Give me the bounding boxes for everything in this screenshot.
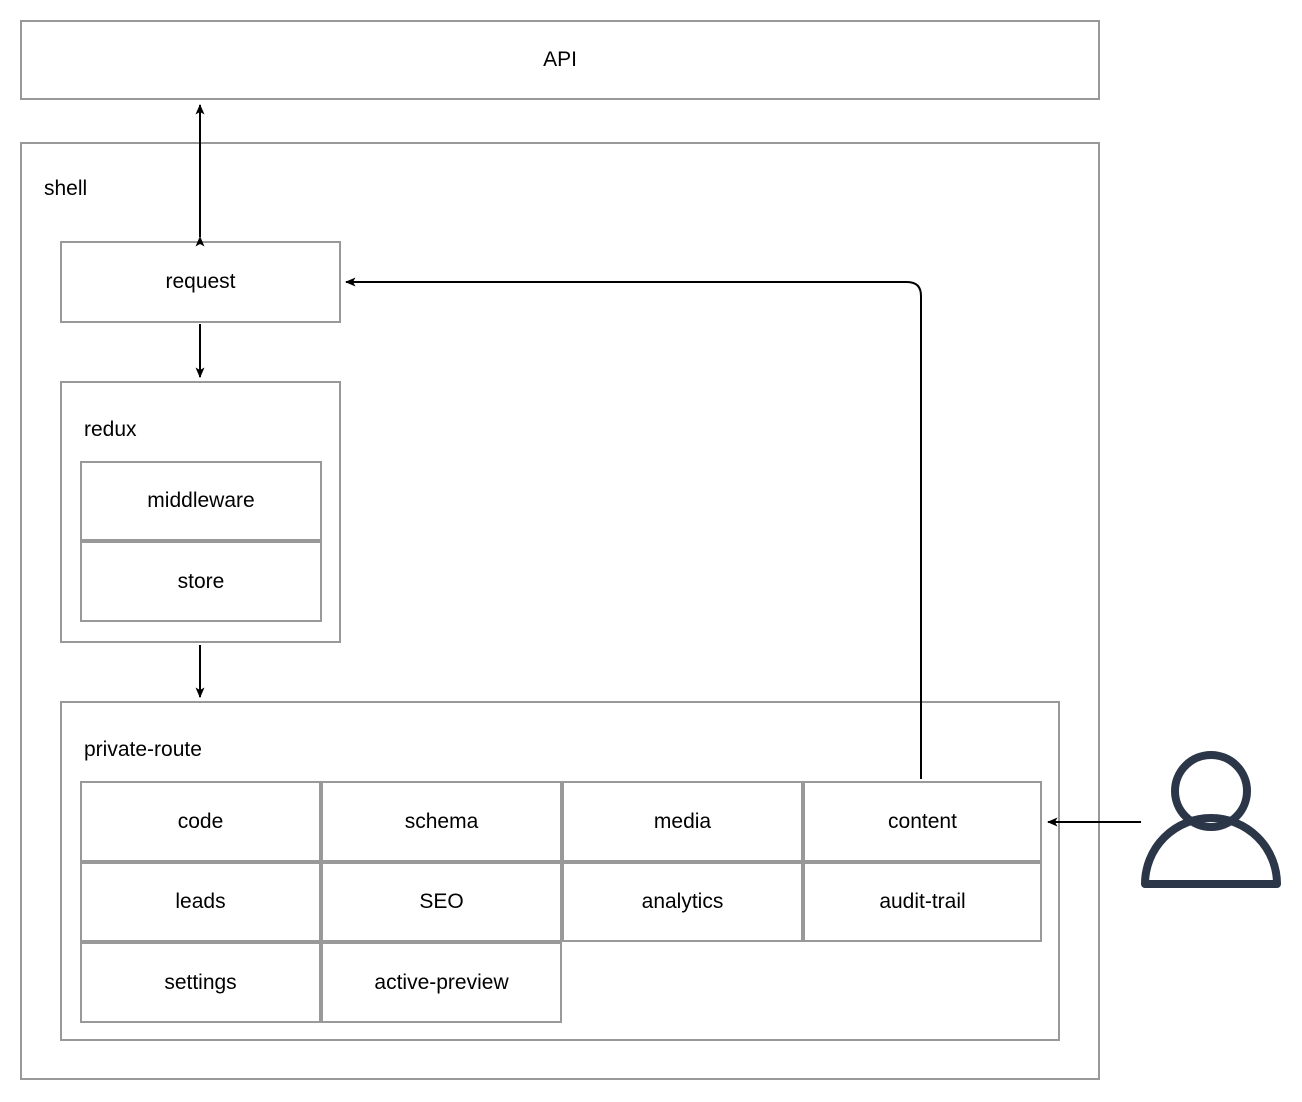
- route-cell-analytics[interactable]: [562, 862, 803, 942]
- route-cell-content[interactable]: [803, 781, 1042, 862]
- route-cell-audit-trail[interactable]: [803, 862, 1042, 942]
- private-route-label: private-route: [84, 738, 202, 761]
- route-cell-seo[interactable]: [321, 862, 562, 942]
- request-box[interactable]: [60, 241, 341, 323]
- user-actor-icon[interactable]: [1141, 751, 1281, 888]
- route-cell-settings[interactable]: [80, 942, 321, 1023]
- redux-middleware-box[interactable]: [80, 461, 322, 541]
- route-cell-schema[interactable]: [321, 781, 562, 862]
- redux-store-box[interactable]: [80, 541, 322, 622]
- redux-label: redux: [84, 418, 137, 441]
- route-cell-media[interactable]: [562, 781, 803, 862]
- shell-label: shell: [44, 177, 88, 200]
- api-box[interactable]: [20, 20, 1100, 100]
- route-cell-code[interactable]: [80, 781, 321, 862]
- route-cell-active-preview[interactable]: [321, 942, 562, 1023]
- connector-content-request-feedback: [345, 277, 922, 779]
- route-cell-leads[interactable]: [80, 862, 321, 942]
